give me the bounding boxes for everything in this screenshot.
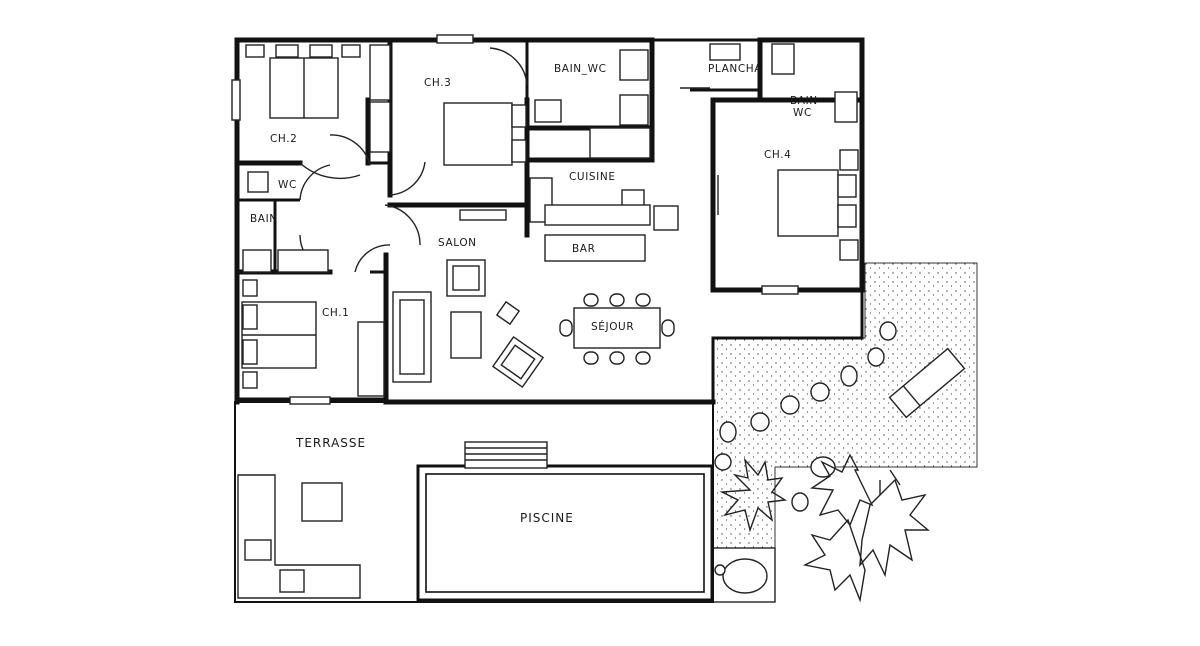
label-bain-wc-top: BAIN_WC xyxy=(554,63,607,75)
label-wc: WC xyxy=(278,179,297,191)
furniture xyxy=(231,34,859,405)
label-ch2: CH.2 xyxy=(270,133,297,145)
shrub-plant-icon xyxy=(719,457,788,533)
palm-plant-icon xyxy=(802,453,930,603)
sun-lounger xyxy=(888,347,966,419)
label-sejour: SÉJOUR xyxy=(591,320,634,333)
pool xyxy=(416,441,714,602)
label-ch1: CH.1 xyxy=(322,307,349,319)
label-bar: BAR xyxy=(572,243,595,255)
label-cuisine: CUISINE xyxy=(569,171,616,183)
label-ch3: CH.3 xyxy=(424,77,451,89)
stones-planter xyxy=(712,547,776,603)
label-piscine: PISCINE xyxy=(520,511,574,525)
room-labels: CH.2 CH.3 BAIN_WC PLANCHA BAIN WC WC CUI… xyxy=(250,63,818,525)
label-bain-right: BAIN xyxy=(790,95,818,107)
label-bain: BAIN xyxy=(250,213,278,225)
label-terrasse: TERRASSE xyxy=(295,436,366,450)
label-ch4: CH.4 xyxy=(764,149,791,161)
door-swings xyxy=(299,47,528,273)
label-wc-right: WC xyxy=(793,107,812,119)
label-plancha: PLANCHA xyxy=(708,63,762,75)
label-salon: SALON xyxy=(438,237,477,249)
gravel-garden xyxy=(712,262,978,549)
